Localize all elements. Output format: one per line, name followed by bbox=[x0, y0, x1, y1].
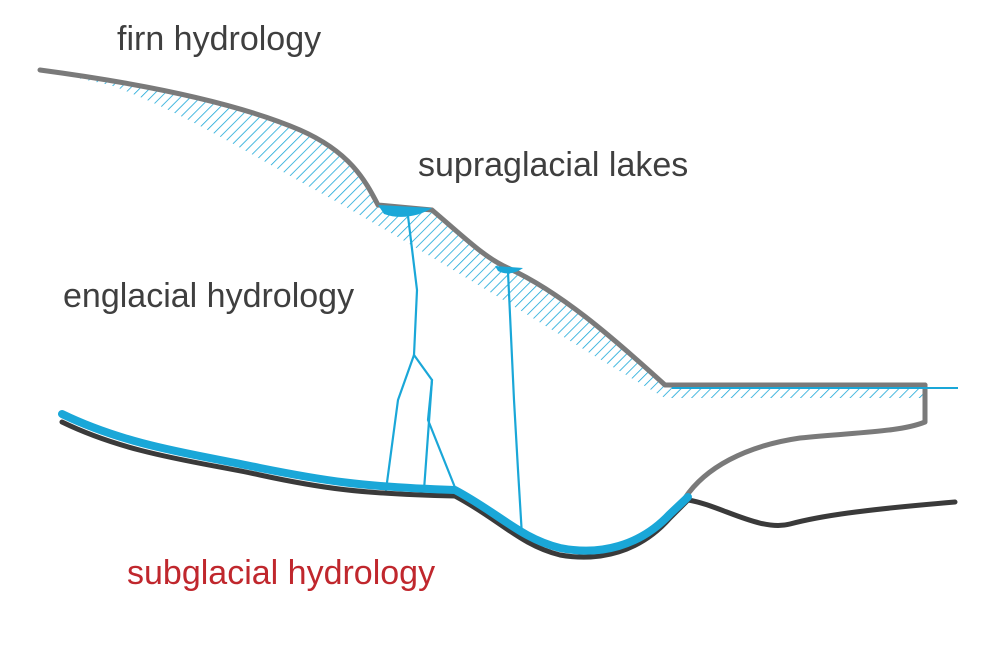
supraglacial-lake-1 bbox=[378, 205, 432, 217]
englacial-channels bbox=[384, 214, 524, 538]
supraglacial-lake-2 bbox=[495, 266, 523, 274]
firn-hydrology-label: firn hydrology bbox=[117, 20, 322, 58]
bedrock-line bbox=[59, 419, 958, 560]
subglacial-water bbox=[58, 410, 692, 555]
ice-surface-line bbox=[37, 67, 928, 388]
englacial-hydrology-label: englacial hydrology bbox=[63, 277, 355, 315]
firn-layer bbox=[40, 70, 925, 398]
supraglacial-lakes-label: supraglacial lakes bbox=[418, 146, 689, 184]
ice-terminus-line bbox=[682, 382, 928, 501]
subglacial-hydrology-label: subglacial hydrology bbox=[127, 554, 436, 592]
